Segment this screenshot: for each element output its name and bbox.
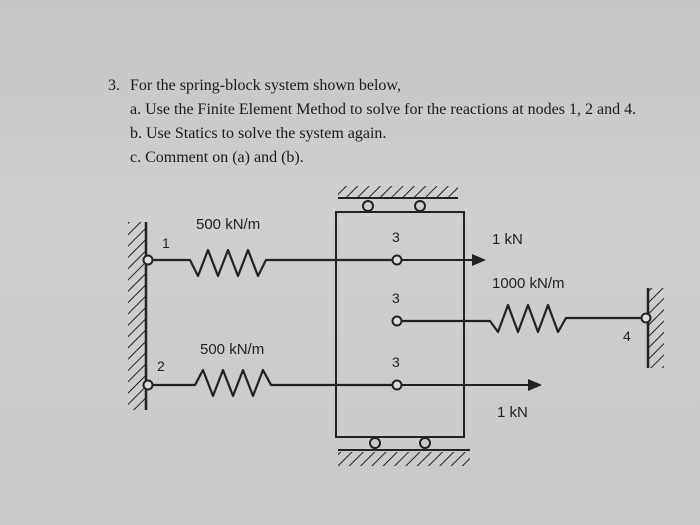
bottom-ground-support: [338, 437, 470, 466]
spring-bottom-label: 500 kN/m: [200, 341, 265, 358]
right-wall-support: [646, 288, 664, 368]
node-3-middle-pin: [391, 315, 403, 327]
top-ground-support: [338, 186, 458, 212]
node-1-label: 1: [162, 235, 170, 251]
force-arrow-bottom: [402, 379, 542, 391]
spring-bottom: [151, 368, 392, 398]
node-4-label: 4: [623, 328, 631, 344]
node-2-label: 2: [157, 358, 165, 374]
left-wall-support: [128, 222, 148, 410]
part-a: a. Use the Finite Element Method to solv…: [130, 101, 637, 118]
node-4-pin: [640, 312, 652, 324]
problem-statement: 3.For the spring-block system shown belo…: [108, 74, 698, 170]
rigid-block: [335, 211, 465, 438]
node-3-bottom-pin: [391, 379, 403, 391]
node-3-middle-label: 3: [392, 290, 400, 306]
node-1-pin: [142, 254, 154, 266]
node-3-top-label: 3: [392, 229, 400, 245]
force-top-label: 1 kN: [492, 231, 523, 248]
spring-right: [402, 303, 642, 334]
node-3-top-pin: [391, 254, 403, 266]
problem-number: 3.: [108, 77, 120, 94]
node-3-bottom-label: 3: [392, 354, 400, 370]
force-arrow-top: [402, 254, 486, 266]
spring-top: [151, 248, 392, 278]
spring-top-label: 500 kN/m: [196, 216, 261, 233]
force-bottom-label: 1 kN: [497, 404, 528, 421]
part-b: b. Use Statics to solve the system again…: [130, 125, 387, 142]
node-2-pin: [142, 379, 154, 391]
problem-intro: 3.For the spring-block system shown belo…: [108, 74, 698, 98]
spring-right-label: 1000 kN/m: [492, 275, 565, 292]
part-c: c. Comment on (a) and (b).: [130, 149, 304, 166]
